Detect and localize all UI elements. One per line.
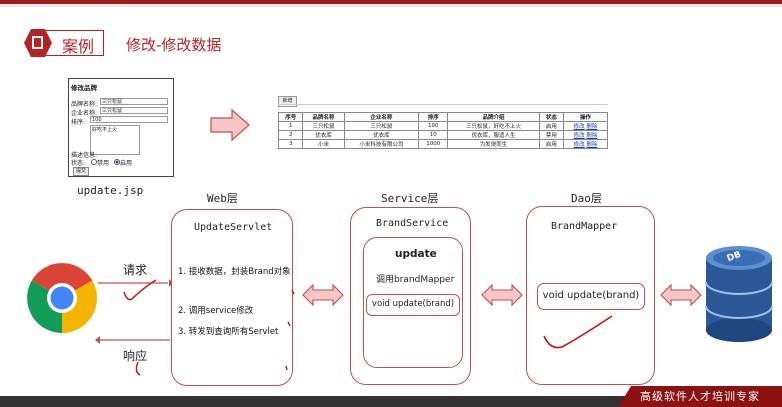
chrome-icon	[27, 263, 97, 333]
action-cell: 修改 删除	[563, 139, 608, 149]
table-cell: 100	[418, 121, 449, 131]
delete-link[interactable]: 删除	[586, 124, 598, 130]
table-cell: 优衣库	[302, 130, 345, 140]
table-cell: 三只松鼠	[343, 121, 420, 131]
table-row: 1 三只松鼠 三只松鼠 100 三只松鼠，好吃不上火 启用 修改 删除	[277, 121, 608, 131]
double-arrow-icon	[302, 283, 344, 307]
case-tag-label: 案例	[62, 37, 95, 56]
form-caption: update.jsp	[77, 184, 144, 197]
table-cell: 启用	[538, 139, 565, 149]
radio-enabled-label: 启用	[120, 160, 133, 167]
form-title: 修改品牌	[71, 84, 97, 92]
description-label: 描述信息:	[71, 152, 98, 159]
edit-link[interactable]: 修改	[573, 124, 585, 130]
dao-signature-box: void update(brand)	[537, 283, 645, 310]
document-icon	[24, 29, 52, 57]
request-response-arrows	[95, 279, 173, 376]
table-cell: 三只松鼠	[302, 121, 345, 131]
brand-table: 序号 品牌名称 企业名称 排序 品牌介绍 状态 操作 1 三只松鼠 三只松鼠 1…	[277, 112, 608, 149]
action-cell: 修改 删除	[563, 121, 608, 131]
dao-layer-box: BrandMapper void update(brand)	[526, 206, 655, 385]
edit-link[interactable]: 修改	[573, 133, 585, 139]
top-bar	[0, 0, 782, 4]
table-cell: 优衣库	[343, 130, 420, 140]
radio-disabled[interactable]	[91, 159, 97, 165]
col-header: 企业名称	[343, 112, 420, 122]
table-cell: 1000	[418, 139, 449, 149]
new-button[interactable]: 新增	[278, 96, 297, 107]
brand-name-label: 品牌名称:	[71, 101, 98, 108]
update-method-box: update 调用brandMapper void update(brand)	[363, 237, 463, 368]
web-step-1: 1. 接收数据，封装Brand对象	[178, 267, 291, 277]
table-row: 3 小米 小米科技有限公司 1000 为发烧而生 启用 修改 删除	[277, 139, 608, 149]
col-header: 排序	[418, 112, 449, 122]
table-cell: 2	[277, 130, 304, 140]
annotation-ticks	[285, 290, 295, 371]
update-form: 修改品牌 品牌名称: 三只松鼠 企业名称: 三只松鼠 排序: 100 好吃不上火…	[68, 78, 174, 177]
right-arrow-icon	[210, 108, 250, 142]
table-cell: 三只松鼠，好吃不上火	[447, 121, 540, 131]
table-header-row: 序号 品牌名称 企业名称 排序 品牌介绍 状态 操作	[277, 112, 608, 122]
service-signature-box: void update(brand)	[366, 294, 460, 316]
service-method-name: update	[395, 248, 437, 260]
document-icon-inner	[32, 36, 43, 49]
database-icon	[705, 246, 773, 342]
footer-slogan: 高级软件人才培训专家	[640, 390, 760, 403]
service-call-text: 调用brandMapper	[376, 275, 455, 285]
slogan-banner	[618, 386, 782, 407]
table-cell: 禁用	[538, 130, 565, 140]
table-cell: 优衣库，服适人生	[447, 130, 540, 140]
status-label: 状态:	[71, 160, 86, 167]
dao-layer-title: Dao层	[571, 192, 602, 205]
double-arrow-icon	[481, 283, 523, 307]
table-top-line	[278, 104, 608, 105]
table-cell: 为发烧而生	[447, 139, 540, 149]
order-input[interactable]: 100	[90, 116, 168, 123]
delete-link[interactable]: 删除	[586, 133, 598, 139]
table-cell: 1	[277, 121, 304, 131]
mapper-class-name: BrandMapper	[551, 221, 618, 232]
web-step-2: 2. 调用service修改	[178, 306, 254, 316]
col-header: 品牌名称	[302, 112, 345, 122]
response-label: 响应	[123, 349, 148, 363]
radio-disabled-label: 禁用	[97, 160, 110, 167]
servlet-name: UpdateServlet	[194, 222, 273, 233]
check-annotation	[543, 315, 613, 349]
company-input[interactable]: 三只松鼠	[100, 107, 168, 114]
table-cell: 10	[418, 130, 449, 140]
submit-button[interactable]: 提交	[73, 167, 89, 176]
col-header: 状态	[538, 112, 565, 122]
delete-link[interactable]: 删除	[586, 142, 598, 148]
web-step-3: 3. 转发到查询所有Servlet	[178, 327, 279, 337]
company-label: 企业名称:	[71, 110, 98, 117]
brand-name-input[interactable]: 三只松鼠	[100, 98, 168, 105]
table-cell: 小米	[302, 139, 345, 149]
order-label: 排序:	[71, 119, 86, 126]
table-cell: 小米科技有限公司	[343, 139, 420, 149]
action-cell: 修改 删除	[563, 130, 608, 140]
col-header: 操作	[563, 112, 608, 122]
description-textarea[interactable]: 好吃不上火	[90, 125, 140, 155]
col-header: 品牌介绍	[447, 112, 540, 122]
web-layer-title: Web层	[207, 192, 238, 205]
service-class-name: BrandService	[376, 218, 449, 229]
edit-link[interactable]: 修改	[573, 142, 585, 148]
radio-enabled[interactable]	[114, 159, 120, 165]
double-arrow-icon	[660, 283, 702, 307]
web-layer-box: UpdateServlet 1. 接收数据，封装Brand对象 2. 调用ser…	[171, 209, 293, 386]
request-label: 请求	[123, 263, 148, 277]
service-layer-title: Service层	[381, 192, 439, 205]
table-row: 2 优衣库 优衣库 10 优衣库，服适人生 禁用 修改 删除	[277, 130, 608, 140]
bottom-bar	[0, 396, 782, 407]
slide-title: 修改-修改数据	[126, 36, 222, 54]
col-header: 序号	[277, 112, 304, 122]
table-cell: 3	[277, 139, 304, 149]
top-divider	[0, 4, 782, 7]
table-cell: 启用	[538, 121, 565, 131]
service-layer-box: BrandService update 调用brandMapper void u…	[350, 207, 471, 385]
